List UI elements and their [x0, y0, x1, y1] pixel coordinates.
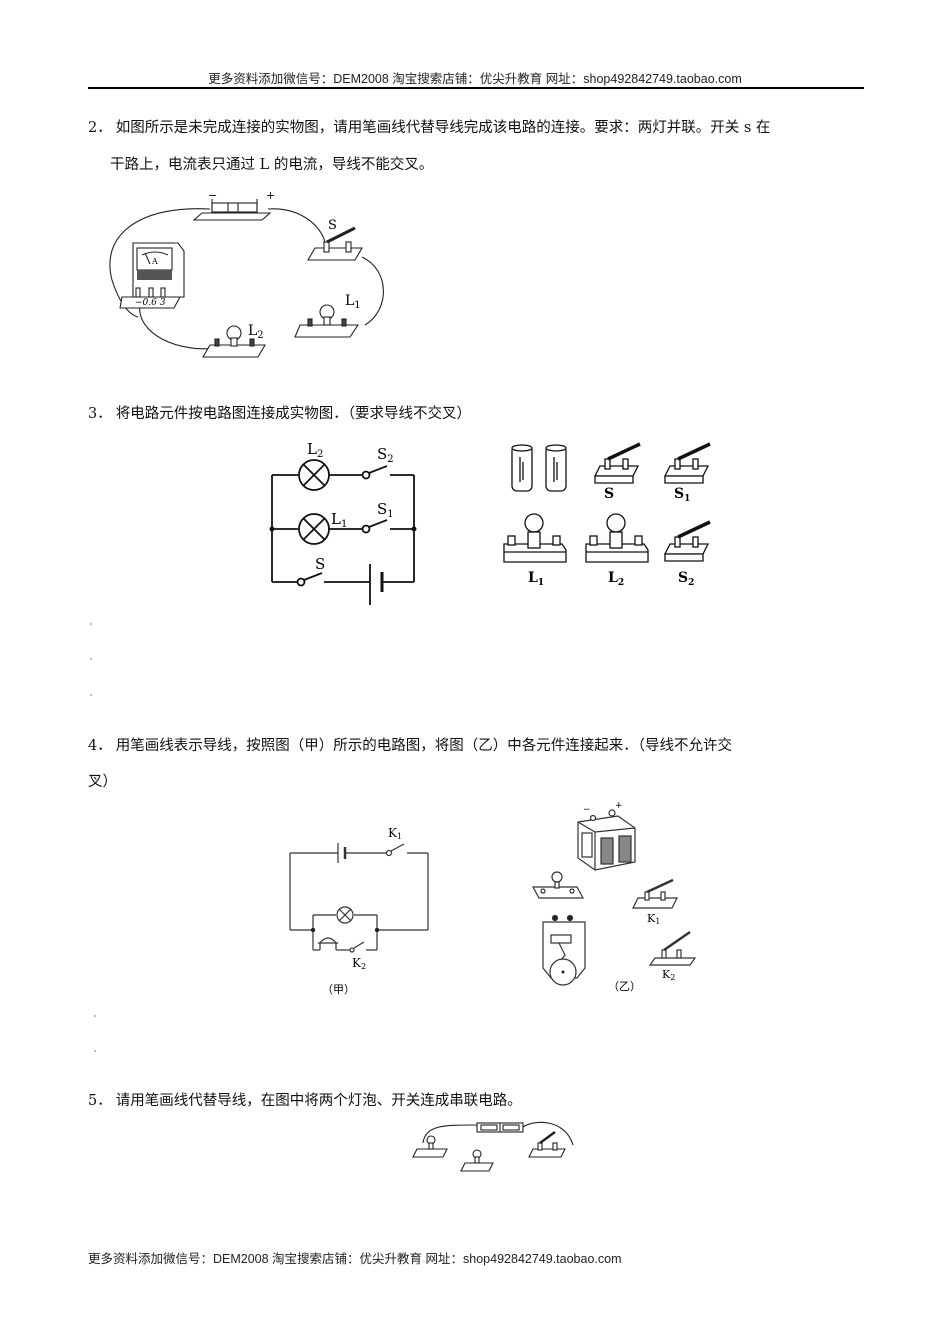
yi-k1-label: K1 [647, 912, 660, 926]
question-3-schematic: L2 S2 L1 S1 S [269, 440, 417, 605]
schematic-s2-label: S2 [377, 445, 394, 465]
yi-caption: （乙） [608, 980, 641, 993]
component-s-label: S [604, 486, 614, 502]
component-s1-label: S1 [674, 486, 690, 504]
paragraph-mark [90, 623, 92, 625]
battery-minus-label: − [208, 189, 217, 202]
question-5-number: 5． [88, 1093, 112, 1109]
yi-k2-label: K2 [662, 968, 675, 982]
question-4-line-2: 叉） [88, 774, 117, 790]
page-header-text: 更多资料添加微信号：DEM2008 淘宝搜索店铺：优尖升教育 网址：shop49… [208, 72, 742, 86]
jia-k2-label: K2 [352, 956, 366, 971]
lamp-l2-label: L2 [248, 323, 264, 341]
paragraph-mark [94, 1015, 96, 1017]
paragraph-mark [90, 694, 92, 696]
paragraph-mark [94, 1050, 96, 1052]
schematic-l1-label: L1 [331, 510, 347, 530]
question-4-components-yi: − + K1 K2 （乙） [531, 801, 697, 993]
component-s2-label: S2 [678, 570, 694, 588]
question-2-line-2: 干路上，电流表只通过 L 的电流，导线不能交叉。 [110, 157, 434, 173]
paragraph-mark [90, 658, 92, 660]
ammeter-a-label: A [151, 257, 158, 266]
question-3-number: 3． [88, 406, 112, 422]
jia-caption: （甲） [322, 983, 355, 996]
question-4-schematic-jia: K1 K2 （甲） [289, 826, 429, 996]
lamp-l1-label: L1 [345, 293, 361, 311]
question-5-text: 请用笔画线代替导线，在图中将两个灯泡、开关连成串联电路。 [115, 1093, 522, 1109]
question-4-text: 用笔画线表示导线，按照图（甲）所示的电路图，将图（乙）中各元件连接起来．（导线不… [115, 738, 732, 754]
page-footer-text: 更多资料添加微信号：DEM2008 淘宝搜索店铺：优尖升教育 网址：shop49… [88, 1252, 622, 1266]
schematic-s-label: S [315, 555, 325, 573]
question-2-text: 如图所示是未完成连接的实物图，请用笔画线代替导线完成该电路的连接。要求：两灯并联… [115, 120, 771, 136]
question-2-line-1: 2．如图所示是未完成连接的实物图，请用笔画线代替导线完成该电路的连接。要求：两灯… [88, 117, 868, 139]
yi-battery-plus-label: + [615, 801, 623, 811]
header-divider [88, 87, 864, 89]
question-3-components: S S1 L1 L2 S2 [503, 442, 711, 588]
question-2-circuit-figure: − + S A −0.6 3 L1 L2 [109, 189, 384, 358]
schematic-s1-label: S1 [377, 500, 394, 520]
question-5-line-1: 5．请用笔画线代替导线，在图中将两个灯泡、开关连成串联电路。 [88, 1090, 522, 1112]
question-3-text: 将电路元件按电路图连接成实物图．（要求导线不交叉） [115, 406, 471, 422]
component-l2-label: L2 [608, 570, 624, 588]
ammeter-scale-label: −0.6 3 [135, 298, 166, 308]
component-l1-label: L1 [528, 570, 544, 588]
schematic-l2-label: L2 [307, 440, 323, 460]
question-5-circuit-figure [412, 1121, 574, 1172]
question-4-number: 4． [88, 738, 112, 754]
battery-plus-label: + [266, 189, 275, 202]
question-4-line-1: 4．用笔画线表示导线，按照图（甲）所示的电路图，将图（乙）中各元件连接起来．（导… [88, 735, 868, 757]
question-2-number: 2． [88, 120, 112, 136]
yi-battery-minus-label: − [583, 805, 591, 815]
switch-s-label: S [328, 218, 337, 233]
jia-k1-label: K1 [388, 826, 402, 841]
question-3-line-1: 3．将电路元件按电路图连接成实物图．（要求导线不交叉） [88, 403, 471, 425]
